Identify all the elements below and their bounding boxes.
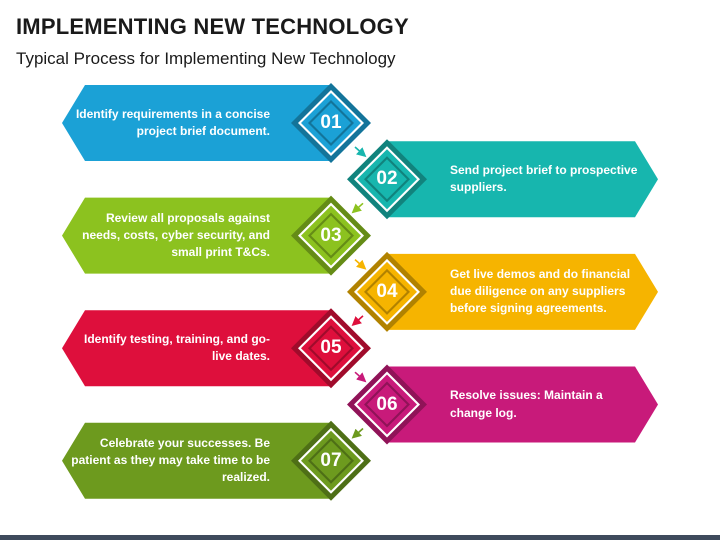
step-02-number: 02 [376,168,398,190]
step-07-text: Celebrate your successes. Be patient as … [70,431,270,491]
step-01-text: Identify requirements in a concise proje… [70,93,270,153]
step-03-banner [62,197,331,274]
page-title: IMPLEMENTING NEW TECHNOLOGY [16,14,409,39]
step-07-banner [62,422,331,499]
step-01-number: 01 [320,112,342,133]
step-05-banner [62,310,331,387]
step-02-banner [387,141,658,218]
step-05-text: Identify testing, training, and go-live … [70,318,270,378]
flow-arrow-04-05 [351,315,364,327]
step-03-text-content: Review all proposals against needs, cost… [82,211,270,260]
step-04-banner [387,253,658,330]
step-03-number: 03 [320,224,342,246]
step-04-number: 04 [376,280,398,302]
step-01-banner [62,85,331,161]
page-subtitle: Typical Process for Implementing New Tec… [16,49,396,68]
step-04-text-content: Get live demos and do financial due dili… [450,267,631,316]
step-06-text: Resolve issues: Maintain a change log. [450,375,640,435]
flow-arrow-02-03 [351,202,364,214]
step-07-text-content: Celebrate your successes. Be patient as … [71,436,270,485]
flow-arrow-01-02 [354,146,367,158]
flow-arrow-06-07 [351,427,364,439]
step-06-banner [387,366,658,443]
flow-arrow-03-04 [354,259,367,270]
step-02-text-content: Send project brief to prospective suppli… [450,163,638,195]
step-06-text-content: Resolve issues: Maintain a change log. [450,388,603,420]
step-06-number: 06 [376,393,398,415]
flow-arrow-05-06 [354,371,367,383]
step-01-text-content: Identify requirements in a concise proje… [75,106,270,138]
bottom-bar [0,535,720,540]
step-05-text-content: Identify testing, training, and go-live … [84,332,270,364]
step-04-text: Get live demos and do financial due dili… [450,262,640,322]
step-02-text: Send project brief to prospective suppli… [450,149,640,209]
step-07-number: 07 [320,449,342,471]
step-05-number: 05 [320,337,342,359]
step-03-text: Review all proposals against needs, cost… [70,206,270,266]
